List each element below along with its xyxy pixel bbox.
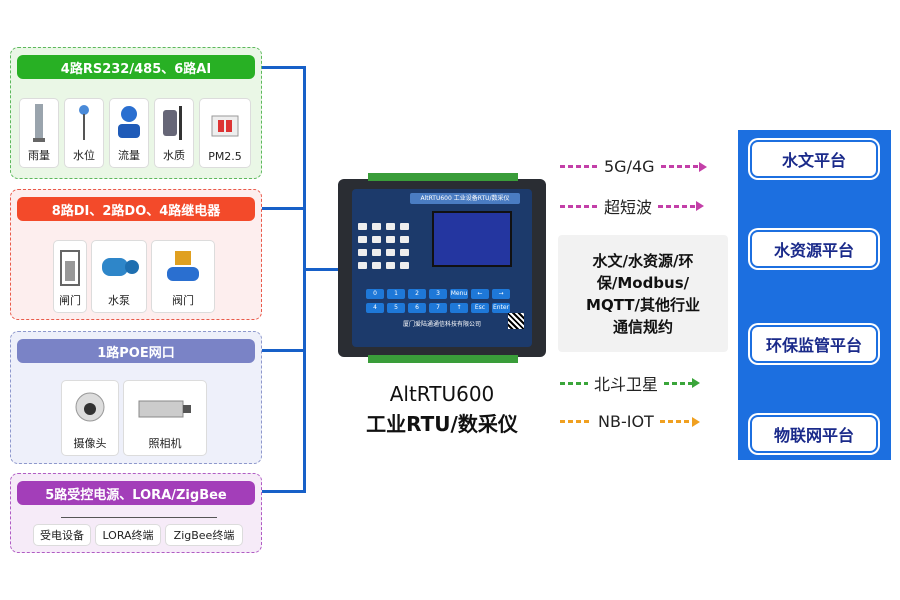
- protocol-line: MQTT/其他行业: [586, 295, 700, 314]
- valve-icon: [152, 241, 214, 292]
- card-label: 受电设备: [40, 529, 84, 542]
- card-label: 闸门: [59, 294, 81, 307]
- card-label: 流量: [118, 149, 140, 162]
- link-uhf: 超短波: [560, 194, 705, 218]
- platform-iot: 物联网平台: [750, 415, 878, 453]
- keypad-key: 1: [387, 289, 405, 299]
- group-title: 5路受控电源、LORA/ZigBee: [17, 481, 255, 505]
- card-label: PM2.5: [208, 150, 242, 163]
- terminal-block: [368, 173, 518, 181]
- device-panel-title: AltRTU600 工业设备RTU/数采仪: [410, 193, 520, 204]
- rtu-device: AltRTU600 工业设备RTU/数采仪 0 1 2 3 Menu ← → 4…: [338, 173, 546, 363]
- keypad-key: →: [492, 289, 510, 299]
- pump-icon: [92, 241, 146, 292]
- card-label: LORA终端: [102, 529, 154, 542]
- card-label: 阀门: [172, 294, 194, 307]
- connector-line: [262, 349, 306, 352]
- water-quality-icon: [155, 99, 193, 147]
- box-camera-icon: [124, 381, 206, 435]
- platform-hydrology: 水文平台: [750, 140, 878, 178]
- device-name-line2: 工业RTU/数采仪: [366, 412, 518, 436]
- gate-icon: [54, 241, 86, 292]
- lcd-screen: [432, 211, 512, 267]
- link-label: 北斗卫星: [594, 375, 659, 394]
- bus-to-device: [303, 268, 339, 271]
- keypad-key: ←: [471, 289, 489, 299]
- card-pm25: PM2.5: [199, 98, 251, 168]
- card-gate: 闸门: [53, 240, 87, 313]
- protocol-line: 水文/水资源/环: [592, 251, 694, 270]
- card-rain: 雨量: [19, 98, 59, 168]
- link-beidou: 北斗卫星: [560, 371, 701, 395]
- card-valve: 阀门: [151, 240, 215, 313]
- card-label: 水泵: [108, 294, 130, 307]
- dome-camera-icon: [62, 381, 118, 435]
- keypad-key: ↑: [450, 303, 468, 313]
- group-io: 8路DI、2路DO、4路继电器 闸门 水泵 阀门: [10, 189, 262, 320]
- led-grid: [358, 223, 409, 269]
- keypad-key: 2: [408, 289, 426, 299]
- group-title: 8路DI、2路DO、4路继电器: [17, 197, 255, 221]
- arrow-right-icon: [698, 161, 707, 172]
- keypad-key: 7: [429, 303, 447, 313]
- link-label: 5G/4G: [604, 157, 655, 176]
- card-powered-device: 受电设备: [33, 524, 91, 546]
- platform-water-resources: 水资源平台: [750, 230, 878, 268]
- connector-line: [262, 490, 306, 493]
- card-camera: 摄像头: [61, 380, 119, 456]
- card-photo-camera: 照相机: [123, 380, 207, 456]
- keypad: 0 1 2 3 Menu ← → 4 5 6 7 ↑ Esc Enter: [366, 289, 510, 313]
- card-label: 水位: [73, 149, 95, 162]
- tree-line: [61, 517, 217, 518]
- card-label: 摄像头: [73, 437, 107, 450]
- card-label: 照相机: [148, 437, 182, 450]
- link-label: 超短波: [604, 198, 653, 217]
- keypad-key: 5: [387, 303, 405, 313]
- device-company: 厦门爱陆通通信科技有限公司: [402, 321, 481, 328]
- bus-vertical: [303, 66, 306, 493]
- keypad-key: 6: [408, 303, 426, 313]
- flow-meter-icon: [110, 99, 148, 147]
- link-nbiot: NB-IOT: [560, 412, 700, 431]
- level-sensor-icon: [65, 99, 103, 147]
- protocol-line: 通信规约: [612, 317, 673, 336]
- protocol-line: 保/Modbus/: [596, 273, 690, 292]
- link-label: NB-IOT: [598, 412, 654, 431]
- keypad-key: 4: [366, 303, 384, 313]
- group-power: 5路受控电源、LORA/ZigBee 受电设备 LORA终端 ZigBee终端: [10, 473, 262, 553]
- card-label: 雨量: [28, 149, 50, 162]
- keypad-key: Enter: [492, 303, 510, 313]
- pm25-sensor-icon: [200, 99, 250, 150]
- link-5g4g: 5G/4G: [560, 157, 707, 176]
- group-poe: 1路POE网口 摄像头 照相机: [10, 331, 262, 464]
- arrow-right-icon: [692, 378, 701, 388]
- terminal-block: [368, 355, 518, 363]
- card-label: ZigBee终端: [173, 529, 235, 542]
- group-title: 4路RS232/485、6路AI: [17, 55, 255, 79]
- device-name-line1: AltRTU600: [389, 382, 495, 406]
- keypad-key: 0: [366, 289, 384, 299]
- group-title: 1路POE网口: [17, 339, 255, 363]
- card-quality: 水质: [154, 98, 194, 168]
- device-face: AltRTU600 工业设备RTU/数采仪 0 1 2 3 Menu ← → 4…: [352, 189, 532, 347]
- arrow-right-icon: [696, 201, 705, 211]
- keypad-key: Menu: [450, 289, 468, 299]
- rain-gauge-icon: [20, 99, 58, 147]
- keypad-key: Esc: [471, 303, 489, 313]
- card-flow: 流量: [109, 98, 149, 168]
- platform-panel: 水文平台 水资源平台 环保监管平台 物联网平台: [738, 130, 891, 460]
- card-lora: LORA终端: [95, 524, 161, 546]
- arrow-right-icon: [691, 416, 700, 427]
- protocol-box: 水文/水资源/环 保/Modbus/ MQTT/其他行业 通信规约: [558, 235, 728, 352]
- connector-line: [262, 207, 306, 210]
- group-sensors: 4路RS232/485、6路AI 雨量 水位 流量 水质 PM2.5: [10, 47, 262, 179]
- card-zigbee: ZigBee终端: [165, 524, 243, 546]
- keypad-key: 3: [429, 289, 447, 299]
- qr-code-icon: [508, 313, 524, 329]
- connector-line: [262, 66, 306, 69]
- card-level: 水位: [64, 98, 104, 168]
- platform-env-monitoring: 环保监管平台: [750, 325, 878, 363]
- card-label: 水质: [163, 149, 185, 162]
- card-pump: 水泵: [91, 240, 147, 313]
